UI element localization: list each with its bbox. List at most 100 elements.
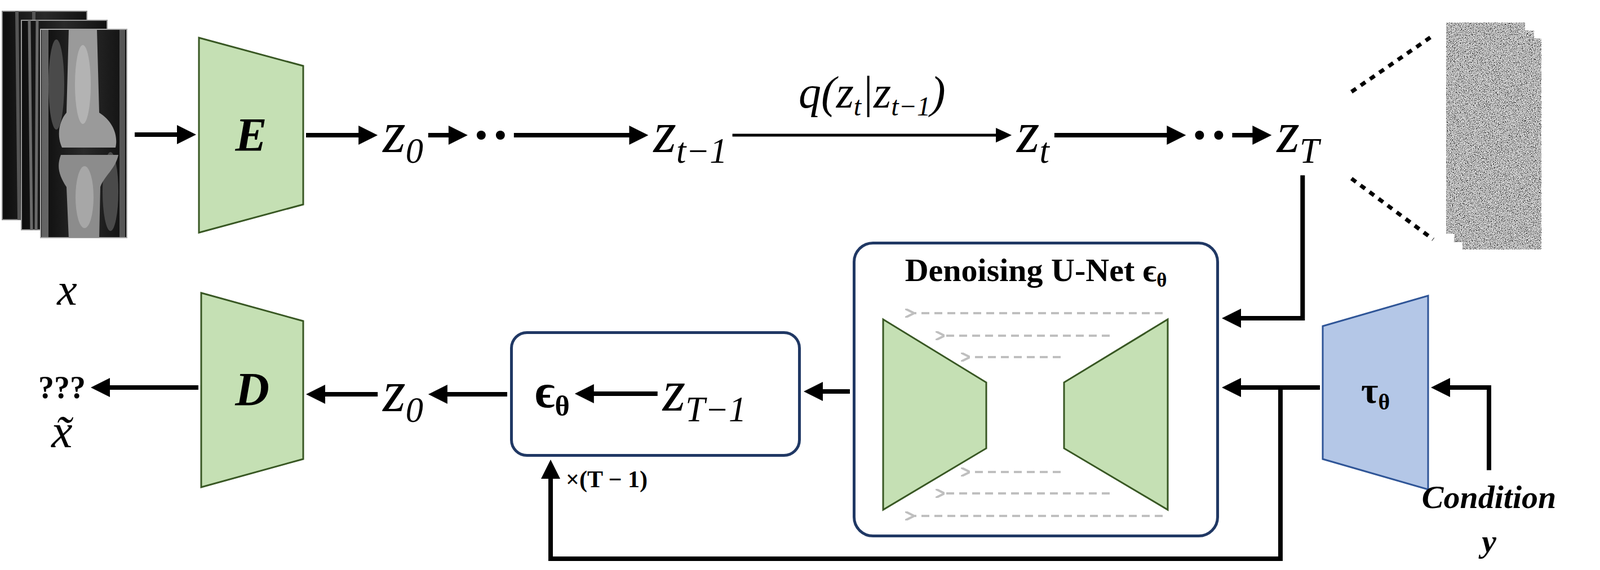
connector (1221, 175, 1303, 329)
edge-label: q(zt|zt−1) (796, 67, 948, 122)
connector-line (428, 133, 450, 138)
node-text: ??? (38, 370, 86, 406)
condition-input: Condition y (1393, 473, 1585, 567)
connector-line (446, 392, 508, 397)
text-run: θ (1156, 269, 1167, 292)
connector (90, 378, 199, 398)
arrowhead (428, 384, 448, 405)
text-run: z (1016, 99, 1040, 165)
connector-line (821, 389, 850, 394)
arrowhead (995, 127, 1012, 143)
connector (1430, 378, 1489, 471)
trapezoid-outline (1322, 295, 1429, 490)
connector (428, 384, 508, 405)
connector (574, 384, 658, 404)
text-run: t−1 (676, 131, 728, 171)
unet-box: Denoising U-Net ϵθ (852, 241, 1220, 538)
fat-layer (119, 29, 126, 238)
node-text: zt−1 (653, 100, 728, 171)
text-run: z (653, 99, 676, 165)
muscle (48, 39, 65, 130)
node-text: x̃ (51, 405, 73, 458)
text-run: t (1039, 131, 1050, 171)
arrowhead (541, 459, 561, 480)
ellipsis-dot (1213, 130, 1223, 140)
arrowhead (90, 378, 110, 398)
ellipsis-dot (476, 130, 486, 140)
node-text: z0 (382, 100, 424, 171)
text-run: θ (1377, 389, 1390, 415)
mri-slice (40, 29, 127, 238)
unet-encoder-half (883, 319, 987, 511)
fat-layer (41, 29, 49, 238)
text-run: ϵ (534, 365, 555, 418)
input-image: x (2, 5, 132, 315)
skip-connections (911, 313, 1163, 517)
skip-arrow (942, 334, 1110, 338)
node-text: Denoising U-Net ϵθ (905, 252, 1168, 292)
connector (306, 384, 378, 405)
arrowhead (176, 125, 197, 145)
bone-marrow (75, 166, 94, 229)
latent-variable: z0 (380, 98, 426, 173)
encoder-block: E (198, 37, 304, 233)
text-run: x̃ (51, 405, 73, 458)
node-text: zt (1016, 100, 1050, 171)
bone-marrow (74, 45, 91, 124)
skip-arrow (967, 356, 1061, 359)
connector (732, 127, 1013, 143)
text-run: q(z (798, 67, 854, 118)
dotted-leader (1351, 35, 1434, 92)
text-run: z (382, 358, 406, 424)
connector-line (1231, 133, 1254, 138)
trapezoid-outline (198, 37, 304, 233)
trapezoid-outline (201, 293, 304, 488)
node-text: ϵθ (534, 365, 570, 423)
arrowhead (306, 384, 326, 405)
arrowhead (1166, 125, 1186, 145)
node-text: zT−1 (662, 358, 747, 429)
output-image: ???x̃ (36, 368, 88, 460)
text-run: ) (930, 67, 946, 118)
text-run: 0 (405, 390, 424, 430)
arrowhead (1221, 308, 1242, 329)
ellipsis-dot (495, 130, 505, 140)
connector-line (513, 133, 631, 138)
text-run: D (235, 363, 270, 416)
connector-line (1448, 387, 1489, 471)
text-run: t (853, 91, 862, 122)
node-text: z0 (382, 359, 424, 430)
connector (428, 125, 649, 145)
tibia (58, 154, 119, 238)
decoder-block: D (201, 293, 304, 488)
mri-slice-stack (2, 11, 127, 239)
text-run: 0 (405, 131, 424, 171)
condition-encoder: τθ (1322, 295, 1429, 490)
denoiser-symbol: ϵθ (532, 363, 573, 425)
arrowhead (358, 125, 378, 145)
text-run: T−1 (685, 389, 747, 429)
arrowhead (1430, 378, 1451, 398)
connector-line (592, 391, 658, 397)
text-run: τ (1361, 369, 1378, 411)
noise-slice (1462, 38, 1542, 250)
latent-variable: zT (1274, 98, 1322, 173)
femur (59, 29, 117, 148)
text-run: |z (861, 67, 892, 118)
text-run: x (56, 264, 78, 315)
text-run: z (662, 358, 686, 424)
arrowhead (1221, 378, 1242, 398)
connector-line (134, 132, 179, 137)
dotted-leader (1351, 178, 1434, 240)
connector-line (324, 392, 378, 397)
arrowhead (628, 125, 649, 145)
text-run: θ (555, 390, 570, 423)
latent-variable: zT−1 (660, 356, 749, 432)
connector-line (732, 134, 998, 137)
connector (306, 125, 378, 145)
skip-arrow (911, 515, 1163, 518)
connector-line (1239, 175, 1303, 319)
latent-variable: z0 (380, 357, 426, 432)
connector-line (306, 133, 360, 138)
